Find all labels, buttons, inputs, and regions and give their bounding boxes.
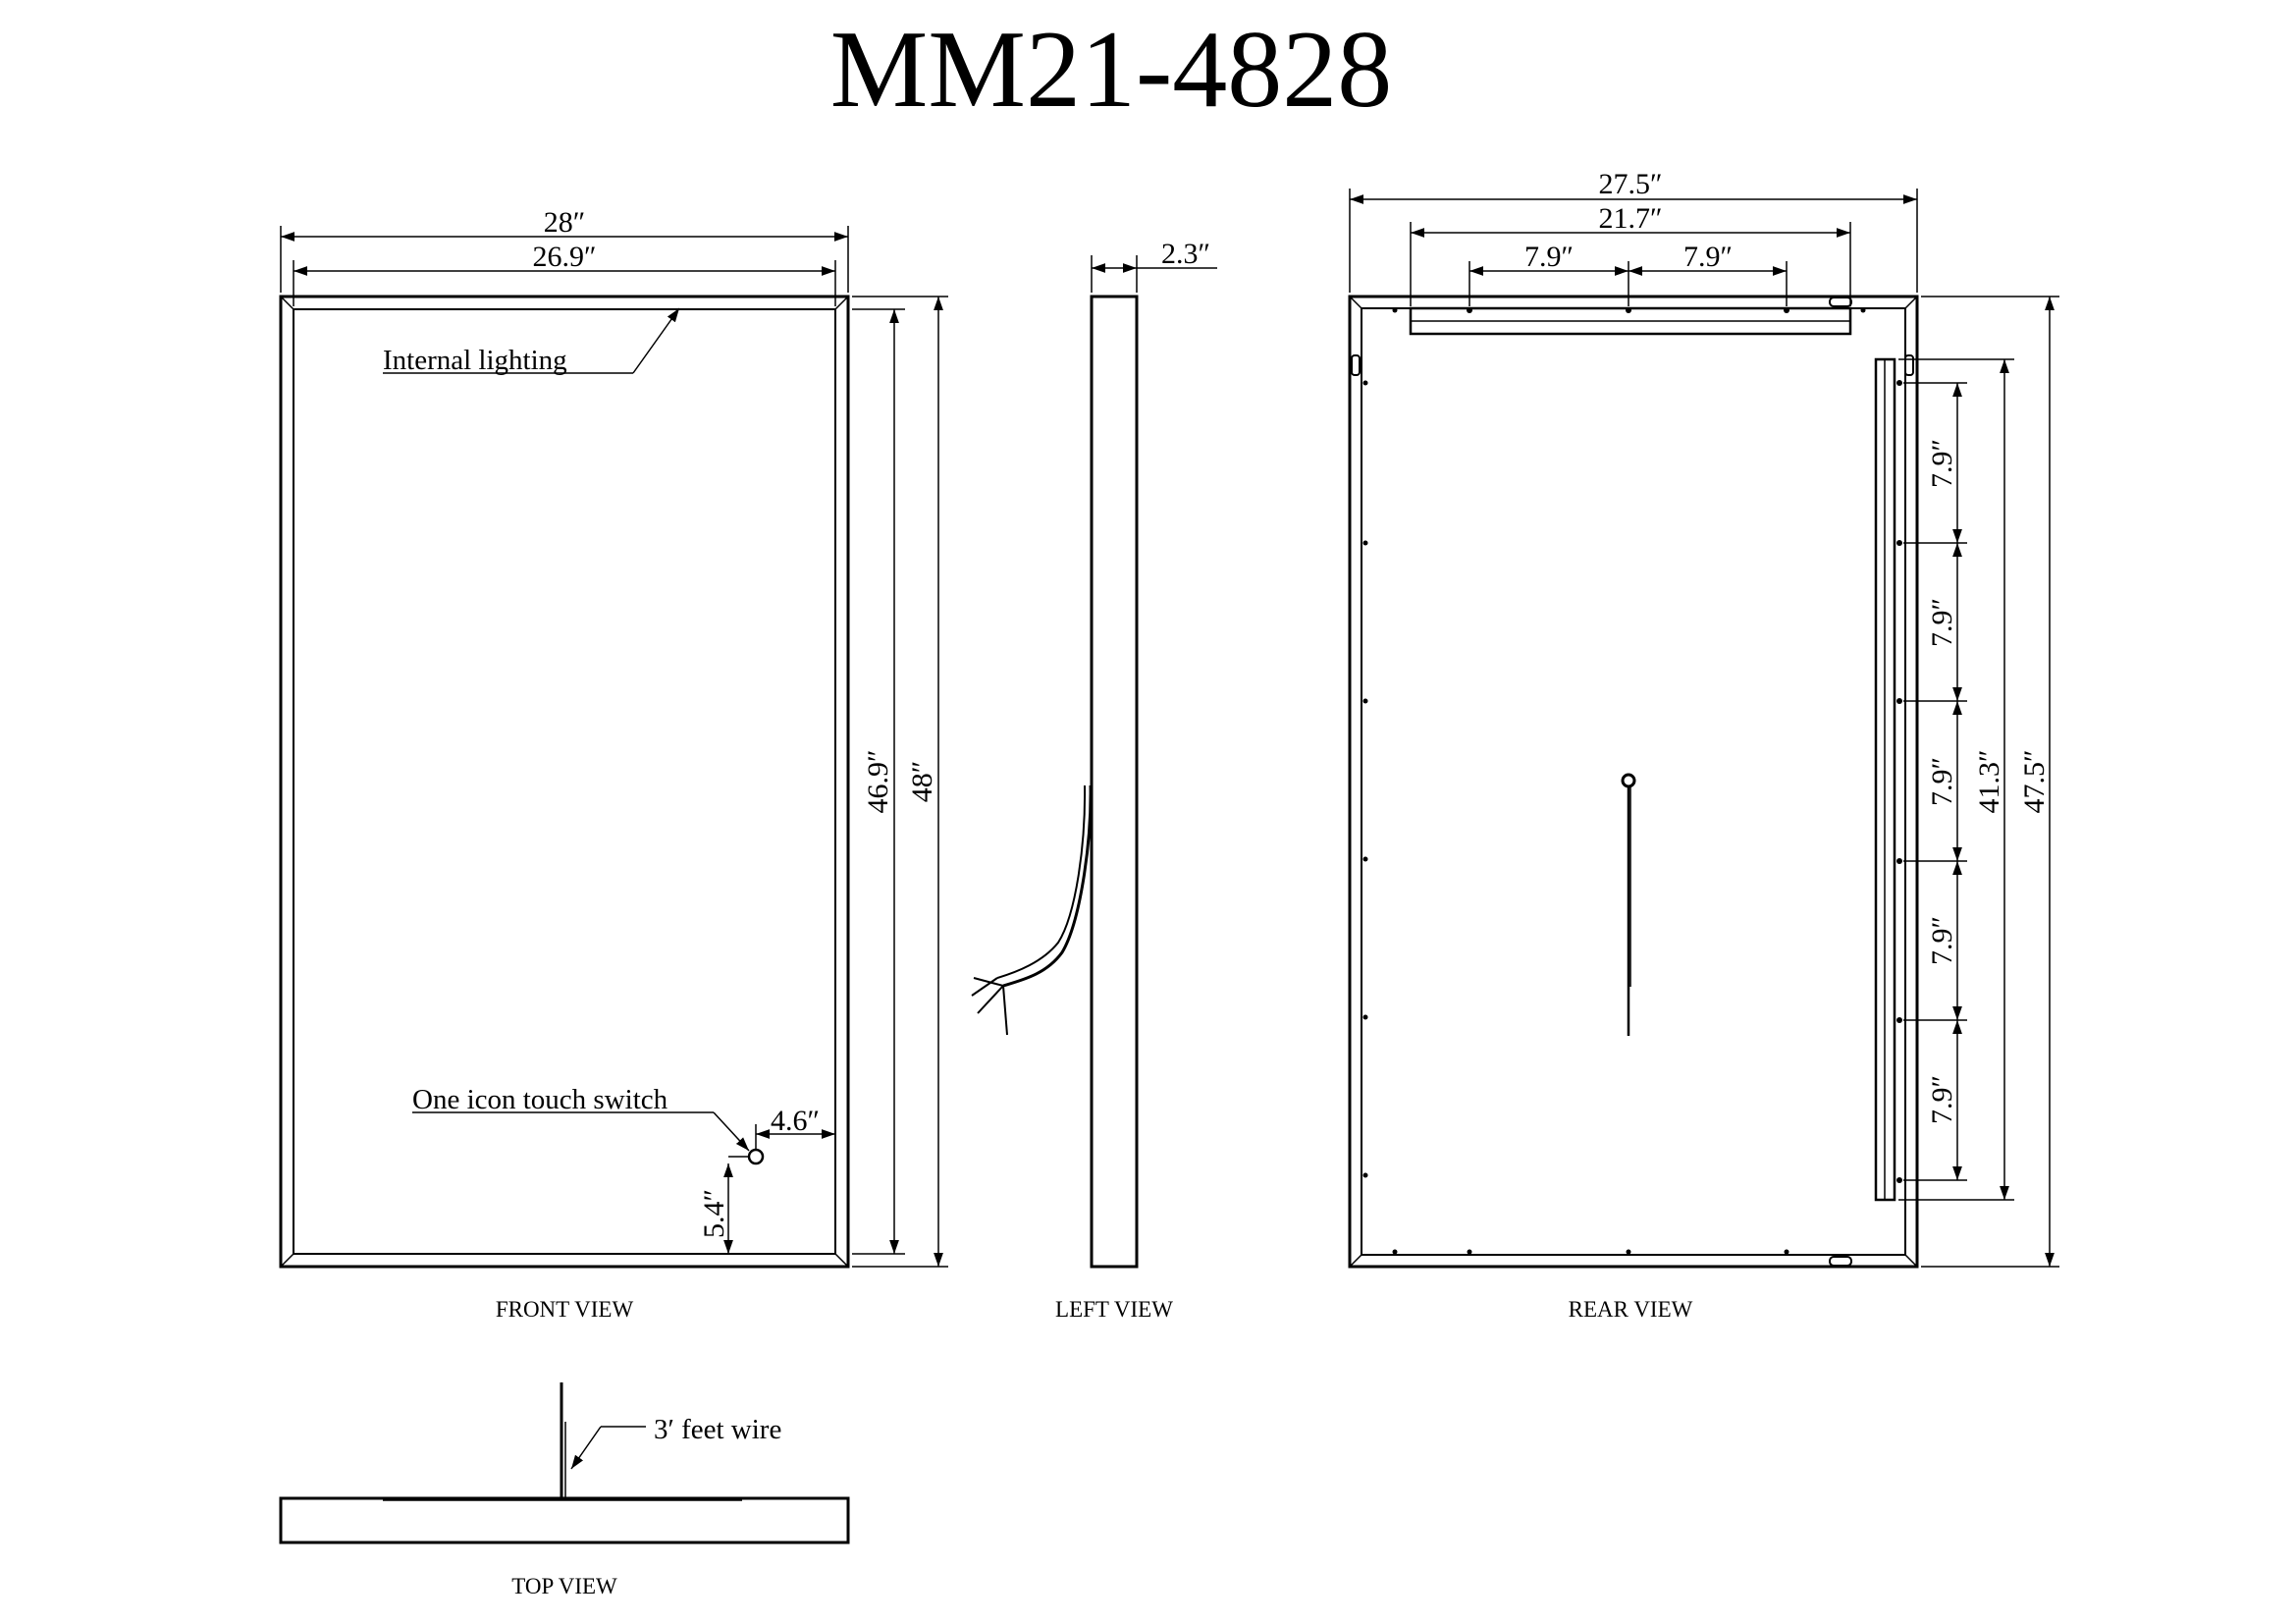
drawing-title: MM21-4828 <box>830 9 1392 131</box>
front-width-dimensions <box>280 226 849 306</box>
left-view <box>971 295 1139 1269</box>
wire-length-label: 3′ feet wire <box>654 1414 781 1445</box>
internal-lighting-label: Internal lighting <box>383 345 567 376</box>
rear-bar-width: 21.7″ <box>1599 202 1663 235</box>
lighting-callout <box>383 307 680 374</box>
rear-side-spacing-3: 7.9″ <box>1926 757 1958 806</box>
top-view-caption: TOP VIEW <box>511 1574 617 1598</box>
switch-callout <box>412 1111 750 1152</box>
rear-hanger-side-left <box>1351 354 1361 376</box>
rear-outer-height: 47.5″ <box>2018 750 2051 814</box>
rear-side-bar-height: 41.3″ <box>1973 750 2005 814</box>
rear-width-dimensions <box>1349 189 1918 306</box>
rear-side-spacing-5: 7.9″ <box>1926 1075 1958 1124</box>
top-profile <box>279 1496 850 1544</box>
front-frame-outer <box>279 295 850 1269</box>
rear-side-spacing-4: 7.9″ <box>1926 916 1958 965</box>
rear-hanger-bottom <box>1829 1256 1852 1267</box>
left-depth: 2.3″ <box>1161 238 1210 270</box>
front-outer-width: 28″ <box>544 206 586 239</box>
rear-frame-outer <box>1348 295 1919 1269</box>
touch-switch-icon <box>747 1148 765 1165</box>
front-height-dimensions <box>852 296 948 1268</box>
rear-view-caption: REAR VIEW <box>1569 1297 1693 1322</box>
front-outer-height: 48″ <box>906 761 938 803</box>
front-inner-height: 46.9″ <box>862 750 894 814</box>
rear-screw-points <box>1362 307 1902 1255</box>
left-depth-dimension <box>1091 255 1217 293</box>
front-view <box>279 295 850 1269</box>
rear-side-spacing-1: 7.9″ <box>1926 439 1958 488</box>
rear-top-spacing-1: 7.9″ <box>1524 241 1574 273</box>
rear-hanger-side-right <box>1904 354 1914 376</box>
power-cord <box>1002 784 1093 988</box>
rear-view <box>1348 295 1919 1269</box>
left-side-profile <box>1090 295 1139 1269</box>
rear-outer-width: 27.5″ <box>1599 168 1663 200</box>
wire-callout <box>570 1426 646 1470</box>
touch-switch-label: One icon touch switch <box>412 1084 668 1115</box>
front-glass-inner <box>293 308 836 1255</box>
rear-top-spacing-2: 7.9″ <box>1683 241 1733 273</box>
rear-side-spacing-2: 7.9″ <box>1926 598 1958 647</box>
front-inner-width: 26.9″ <box>533 241 597 273</box>
left-view-caption: LEFT VIEW <box>1055 1297 1173 1322</box>
front-view-caption: FRONT VIEW <box>496 1297 634 1322</box>
rear-hanger-top <box>1829 297 1852 307</box>
rear-height-dimensions <box>1898 296 2059 1268</box>
top-view <box>279 1382 850 1544</box>
switch-offset-dimensions <box>723 1124 835 1254</box>
switch-offset-x: 4.6″ <box>771 1105 820 1137</box>
switch-offset-y: 5.4″ <box>698 1189 730 1238</box>
rear-switch-connector-icon <box>1621 773 1636 788</box>
